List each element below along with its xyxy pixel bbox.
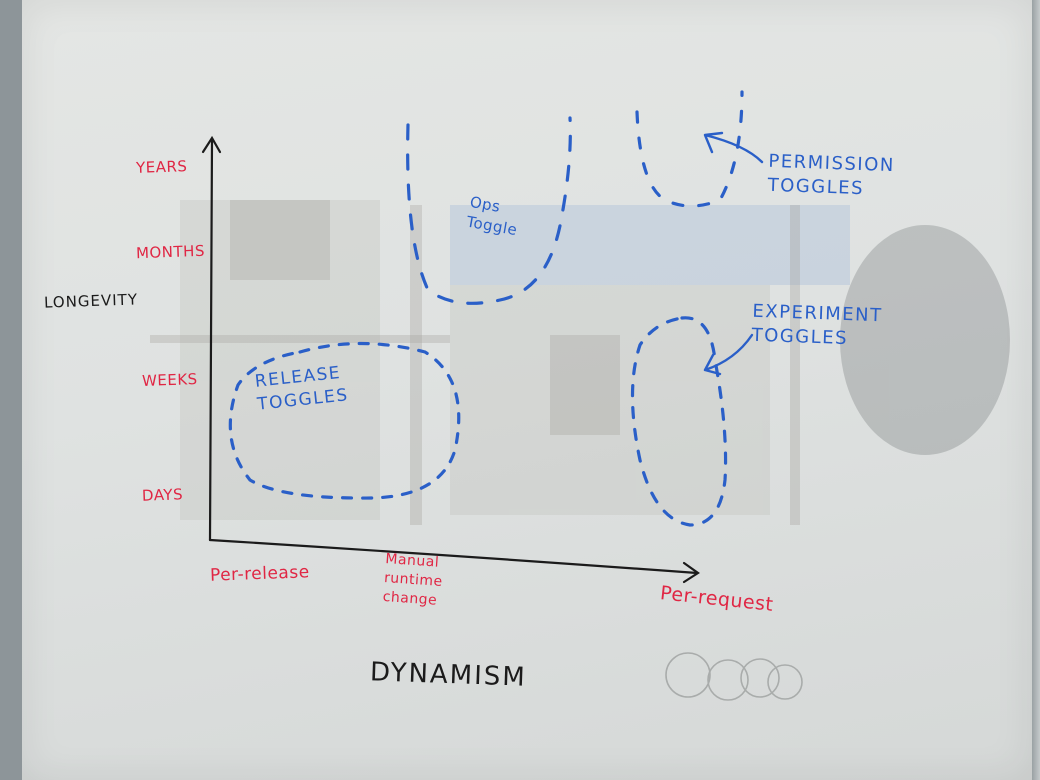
release-toggles-label: RELEASE TOGGLES bbox=[254, 361, 350, 416]
experiment-toggles-region bbox=[630, 316, 728, 527]
whiteboard-frame bbox=[1032, 0, 1040, 780]
experiment-pointer-arrow bbox=[703, 333, 754, 376]
experiment-toggles-label: EXPERIMENT TOGGLES bbox=[751, 300, 883, 353]
region-label-line: TOGGLES bbox=[767, 175, 865, 200]
y-tick-years: YEARS bbox=[135, 157, 188, 177]
whiteboard bbox=[22, 0, 1032, 780]
y-tick-months: MONTHS bbox=[135, 241, 206, 263]
y-tick-days: DAYS bbox=[141, 485, 184, 505]
axes bbox=[201, 135, 700, 584]
ops-toggle-label: Ops Toggle bbox=[465, 192, 522, 241]
ops-toggle-region bbox=[406, 116, 572, 305]
y-axis-line bbox=[208, 138, 214, 542]
permission-pointer-arrow bbox=[703, 131, 764, 164]
x-tick-line: change bbox=[382, 588, 438, 609]
release-toggles-region bbox=[228, 341, 461, 500]
y-axis-arrowhead bbox=[201, 135, 222, 154]
x-axis-line bbox=[208, 538, 699, 575]
permission-toggles-label: PERMISSION TOGGLES bbox=[767, 150, 895, 203]
window-reflection bbox=[150, 185, 1030, 545]
y-axis-title: LONGEVITY bbox=[43, 290, 139, 312]
x-tick-manual-runtime-change: Manual runtime change bbox=[382, 550, 444, 611]
x-axis-arrowhead bbox=[682, 561, 700, 584]
region-label-line: TOGGLES bbox=[751, 325, 849, 350]
x-axis-title: DYNAMISM bbox=[369, 657, 528, 693]
permission-toggles-region bbox=[635, 90, 744, 208]
x-tick-per-release: Per-release bbox=[209, 562, 310, 586]
smudge-doodle bbox=[665, 652, 803, 701]
y-tick-weeks: WEEKS bbox=[141, 370, 198, 390]
